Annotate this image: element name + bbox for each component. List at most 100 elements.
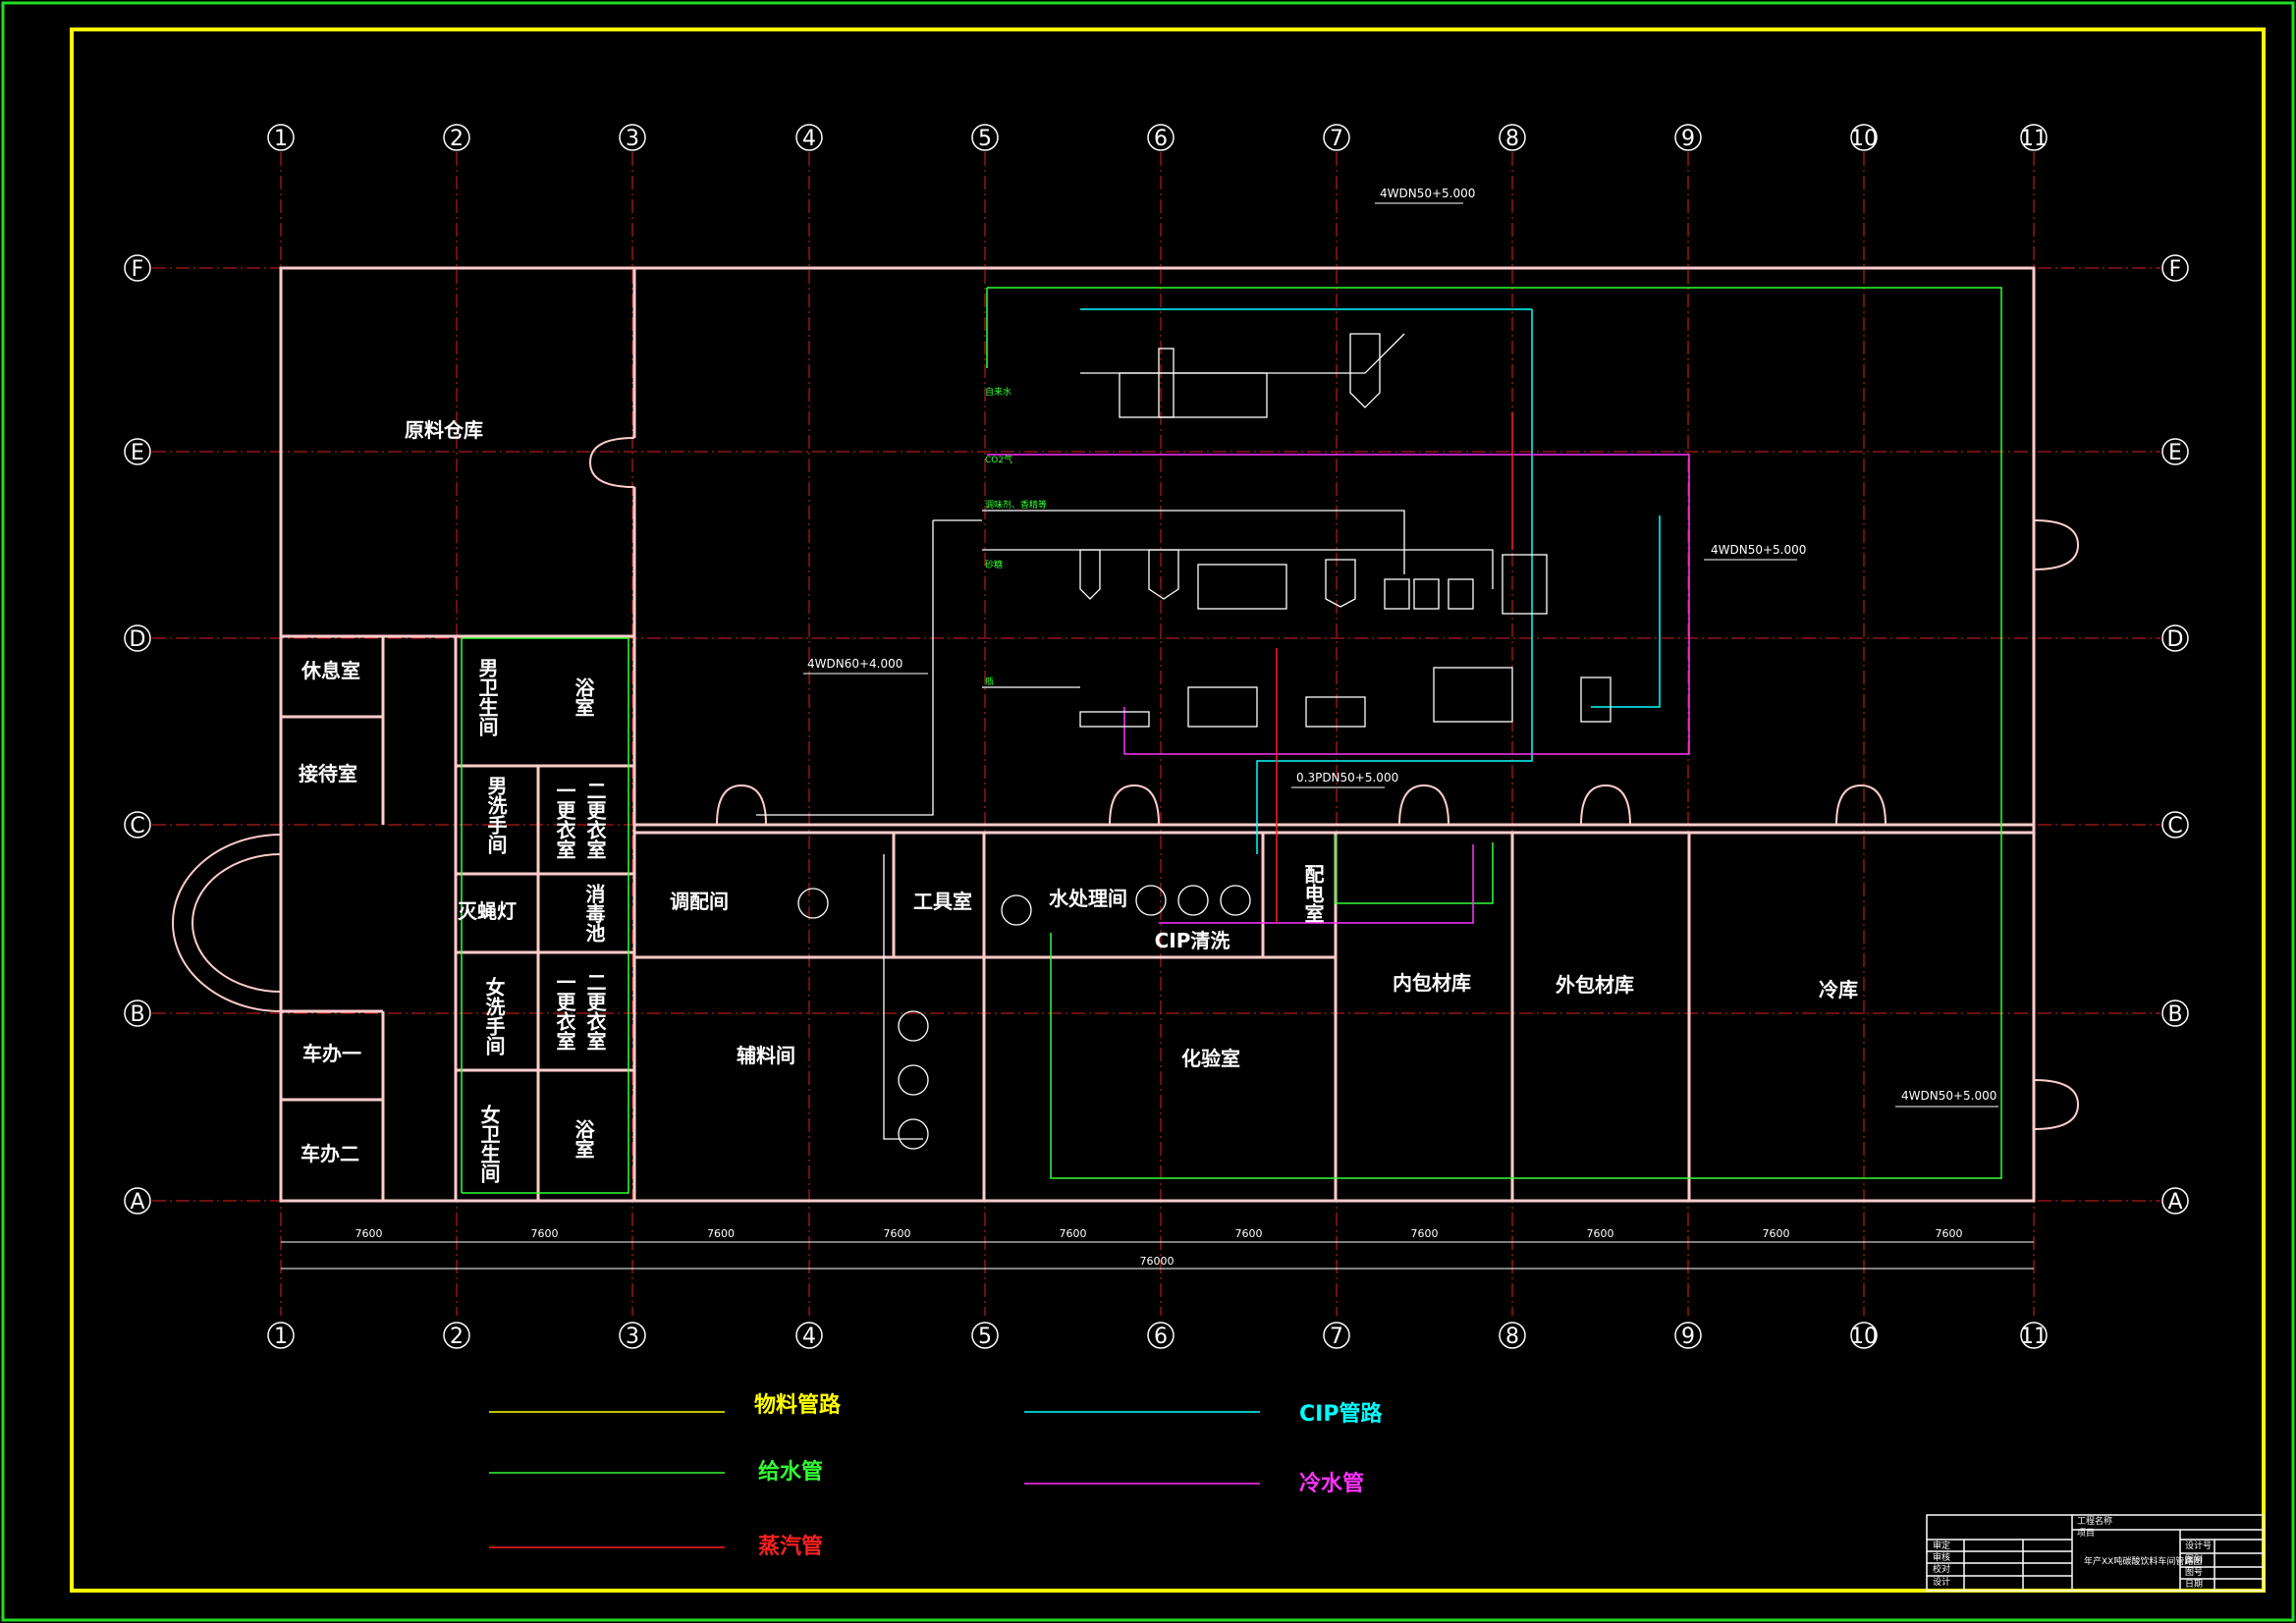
tb-row-3: 设计 [1933,1576,1950,1588]
legend-cip: CIP管路 [1299,1401,1383,1427]
axis-bubble [1850,124,1878,151]
axis-letter-label: A [2167,1190,2182,1215]
axis-bubble [2161,1000,2189,1027]
room-disinfect: 消毒池 [582,883,606,943]
inner-frame [70,27,2266,1593]
legend-water: 给水管 [758,1459,823,1485]
process-labels: 自来水 CO2气 调味剂、香精等 砂糖 瓶 [985,386,1047,687]
axis-bubble [124,811,151,839]
axis-bubble [971,1322,999,1349]
axis-letter-label: A [130,1190,144,1215]
tb-row-0: 审定 [1933,1540,1950,1551]
axis-number-label: 11 [2020,1325,2048,1349]
axis-bubble [971,124,999,151]
room-office-2: 车办二 [301,1142,359,1165]
room-cold-store: 冷库 [1819,978,1858,1001]
room-female-wash: 女洗手间 [482,976,506,1055]
water-pipes [461,287,2002,1194]
axis-number-label: 6 [1154,1325,1168,1349]
room-female-bath: 浴室 [572,1119,595,1159]
pipe-note-3: 4WDN60+4.000 [807,657,902,671]
building-walls [279,266,2036,1203]
room-office-1: 车办一 [302,1042,361,1065]
axis-bubble [2020,124,2048,151]
room-cip: CIP清洗 [1155,929,1230,952]
dimension-value: 7600 [1060,1227,1087,1240]
dimension-value: 7600 [1763,1227,1790,1240]
axis-bubble [124,254,151,282]
axis-letter-label: B [2167,1002,2182,1027]
axis-bubble [2161,438,2189,465]
axis-bubble [2161,811,2189,839]
axis-number-label: 8 [1505,1325,1519,1349]
pipe-notes: 4WDN50+5.000 4WDN50+5.000 4WDN60+4.000 0… [803,187,1998,1108]
label-flavor: 调味剂、香精等 [985,499,1047,511]
axis-bubble [267,124,295,151]
room-male-wc: 男卫生间 [475,658,499,736]
axis-number-label: 4 [802,1325,816,1349]
axis-letter-label: C [2167,814,2182,839]
axis-bubble [124,438,151,465]
dimension-value: 7600 [1936,1227,1963,1240]
room-change-1: 一更衣室 [553,781,576,859]
axis-bubble [2161,254,2189,282]
axis-number-label: 2 [450,1325,464,1349]
dimension-value: 7600 [1587,1227,1614,1240]
legend-cold: 冷水管 [1299,1471,1364,1496]
room-lab: 化验室 [1181,1047,1240,1070]
room-mixing: 调配间 [670,890,729,913]
axis-bubble [267,1322,295,1349]
axis-letter-label: F [132,257,144,282]
axis-bubble [1674,1322,1702,1349]
axis-number-label: 10 [1850,127,1878,151]
room-change-3: 一更衣室 [553,972,576,1051]
axis-number-label: 1 [274,127,288,151]
room-male-bath: 浴室 [572,677,595,717]
title-block-text: 工程名称 项目 审定 审核 校对 设计 年产XX吨碳酸饮料车间管路图 设计号 图… [1933,1515,2212,1590]
tb-top-1: 项目 [2077,1528,2095,1539]
tb-row-1: 审核 [1933,1551,1950,1563]
axis-bubble [2020,1322,2048,1349]
title-block [1926,1514,2265,1592]
tb-top-0: 工程名称 [2077,1515,2112,1527]
axis-number-label: 9 [1681,1325,1695,1349]
legend: 物料管路 给水管 蒸汽管 CIP管路 冷水管 [489,1392,1383,1559]
axis-letter-label: D [2167,627,2184,652]
dimension-value: 7600 [355,1227,383,1240]
room-raw-store: 原料仓库 [405,418,483,442]
axis-letter-label: C [130,814,144,839]
pipe-note-4: 0.3PDN50+5.000 [1296,771,1398,784]
tb-project: 年产XX吨碳酸饮料车间管路图 [2084,1555,2202,1567]
room-aux: 辅料间 [737,1044,795,1067]
legend-material: 物料管路 [754,1392,842,1418]
pipe-note-1: 4WDN50+5.000 [1380,187,1475,200]
room-change-4: 二更衣室 [583,972,607,1051]
axis-letter-label: B [130,1002,144,1027]
axis-number-label: 5 [978,1325,992,1349]
tb-row-2: 校对 [1933,1563,1950,1575]
axis-number-label: 3 [626,1325,639,1349]
axis-number-label: 3 [626,127,639,151]
axis-number-label: 5 [978,127,992,151]
door-swings [172,437,2080,1130]
dimension-value: 7600 [531,1227,559,1240]
axis-bubble [619,124,646,151]
room-outer-pack: 外包材库 [1556,973,1634,997]
axis-number-label: 8 [1505,127,1519,151]
label-co2: CO2气 [985,454,1012,465]
axis-number-label: 2 [450,127,464,151]
axis-bubble [1674,124,1702,151]
axis-letter-label: E [131,441,144,465]
axis-bubble [1499,124,1526,151]
steam-pipes [1276,412,1513,923]
cold-water-pipes [987,454,1690,924]
pipe-note-2: 4WDN50+5.000 [1711,543,1806,557]
room-water-treatment: 水处理间 [1049,887,1127,910]
axis-number-label: 7 [1330,1325,1343,1349]
room-inner-pack: 内包材库 [1393,971,1471,995]
tb-right-1: 图别 [2185,1554,2203,1565]
room-change-2: 二更衣室 [583,781,607,859]
axis-bubble [124,1000,151,1027]
